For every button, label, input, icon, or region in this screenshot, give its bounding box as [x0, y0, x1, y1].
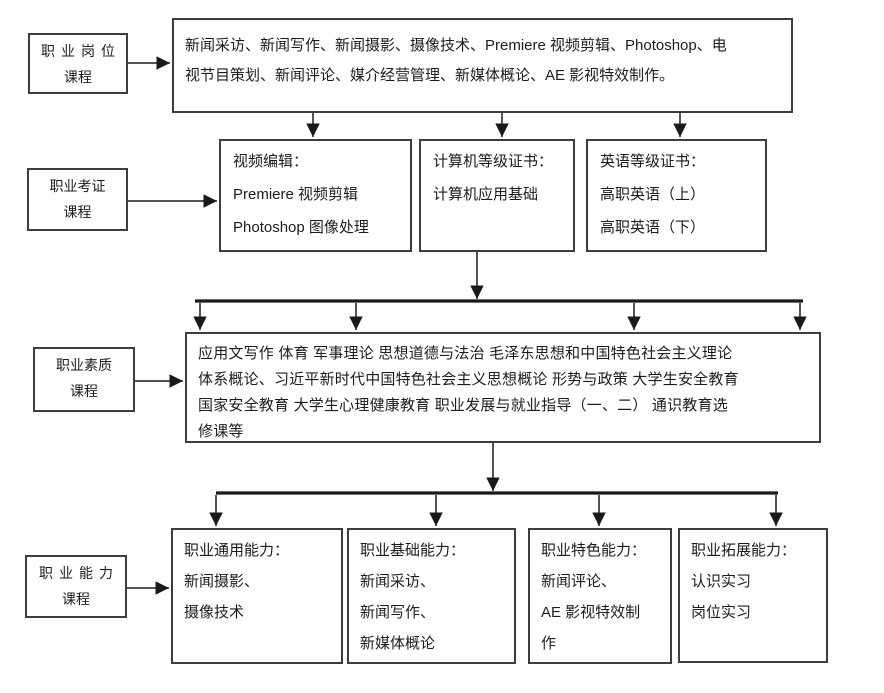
- label-line: 职业考证: [49, 178, 106, 194]
- cert-line: 高职英语（下）: [600, 219, 706, 236]
- ability-line: 职业基础能力：: [360, 542, 466, 559]
- ability-line: 新媒体概论: [360, 635, 436, 652]
- quality-line: 应用文写作 体育 军事理论 思想道德与法治 毛泽东思想和中国特色社会主义理论: [198, 345, 733, 362]
- ability-line: 作: [541, 635, 557, 652]
- ability-line: 职业特色能力：: [541, 542, 647, 559]
- ability-line: 岗位实习: [691, 604, 752, 621]
- ability-line: 职业通用能力：: [184, 542, 290, 559]
- ability-line: 新闻评论、: [541, 573, 617, 590]
- ability-line: 职业拓展能力：: [691, 542, 797, 559]
- cert-line: 计算机应用基础: [433, 186, 539, 203]
- ability-line: 认识实习: [691, 573, 752, 590]
- quality-courses-box: 应用文写作 体育 军事理论 思想道德与法治 毛泽东思想和中国特色社会主义理论 体…: [185, 332, 821, 443]
- video-editing-cert-box: 视频编辑： Premiere 视频剪辑 Photoshop 图像处理: [219, 139, 412, 252]
- course-list-line: 新闻采访、新闻写作、新闻摄影、摄像技术、Premiere 视频剪辑、Photos…: [185, 37, 727, 54]
- position-courses-box: 新闻采访、新闻写作、新闻摄影、摄像技术、Premiere 视频剪辑、Photos…: [172, 18, 793, 113]
- ability-line: AE 影视特效制: [541, 604, 641, 621]
- label-line: 课程: [63, 204, 92, 220]
- label-line: 职业岗位: [41, 43, 121, 59]
- label-line: 职业素质: [56, 357, 112, 373]
- english-cert-box: 英语等级证书： 高职英语（上） 高职英语（下）: [586, 139, 767, 252]
- label-line: 课程: [70, 383, 98, 399]
- ability-line: 摄像技术: [184, 604, 245, 621]
- quality-line: 体系概论、习近平新时代中国特色社会主义思想概论 形势与政策 大学生安全教育: [198, 371, 739, 388]
- cert-line: Premiere 视频剪辑: [233, 186, 359, 203]
- special-ability-box: 职业特色能力： 新闻评论、 AE 影视特效制 作: [528, 528, 672, 664]
- general-ability-box: 职业通用能力： 新闻摄影、 摄像技术: [171, 528, 343, 664]
- ability-line: 新闻写作、: [360, 604, 436, 621]
- label-career-quality-courses: 职业素质 课程: [33, 347, 135, 412]
- quality-line: 国家安全教育 大学生心理健康教育 职业发展与就业指导（一、二） 通识教育选: [198, 397, 728, 414]
- label-career-certification-courses: 职业考证 课程: [27, 168, 128, 231]
- cert-line: Photoshop 图像处理: [233, 219, 369, 236]
- ability-line: 新闻采访、: [360, 573, 436, 590]
- cert-line: 高职英语（上）: [600, 186, 706, 203]
- cert-line: 英语等级证书：: [600, 153, 706, 170]
- course-list-line: 视节目策划、新闻评论、媒介经营管理、新媒体概论、AE 影视特效制作。: [185, 67, 675, 84]
- label-career-ability-courses: 职业能力 课程: [25, 555, 127, 618]
- label-career-position-courses: 职业岗位 课程: [28, 33, 128, 94]
- extended-ability-box: 职业拓展能力： 认识实习 岗位实习: [678, 528, 828, 663]
- basic-ability-box: 职业基础能力： 新闻采访、 新闻写作、 新媒体概论: [347, 528, 516, 664]
- label-line: 职业能力: [39, 565, 119, 581]
- label-line: 课程: [62, 591, 90, 607]
- label-line: 课程: [64, 69, 92, 85]
- computer-cert-box: 计算机等级证书： 计算机应用基础: [419, 139, 575, 252]
- cert-line: 视频编辑：: [233, 153, 309, 170]
- ability-line: 新闻摄影、: [184, 573, 260, 590]
- quality-line: 修课等: [198, 423, 244, 440]
- cert-line: 计算机等级证书：: [433, 153, 554, 170]
